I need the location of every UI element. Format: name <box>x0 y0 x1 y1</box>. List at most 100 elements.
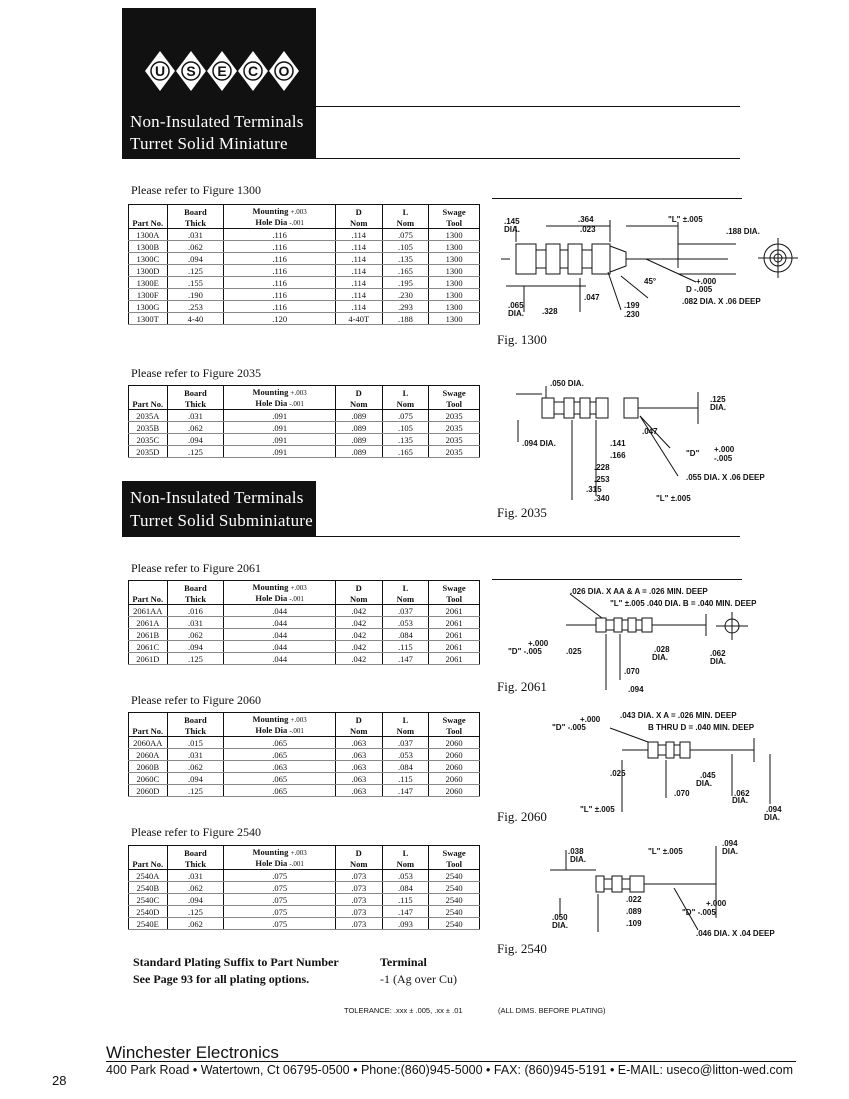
table-cell: .031 <box>166 409 225 422</box>
table-cell: .042 <box>334 628 383 641</box>
fig-label-2035: Fig. 2035 <box>497 505 547 520</box>
logo-letter: O <box>279 63 290 79</box>
column-header: Part No. <box>128 593 168 605</box>
table-cell: 1300D <box>128 264 168 277</box>
svg-text:.364: .364 <box>578 215 594 224</box>
column-header: Part No. <box>128 858 168 870</box>
logo-circle <box>212 61 232 81</box>
table-cell: .044 <box>223 604 336 617</box>
section2-block <box>122 481 316 537</box>
svg-text:.023: .023 <box>580 225 596 234</box>
table-cell: 2060 <box>428 772 480 785</box>
table-cell: 2035D <box>128 445 168 458</box>
table-cell: 1300C <box>128 252 168 265</box>
logo-circle <box>181 61 201 81</box>
table-cell: .094 <box>166 772 225 785</box>
svg-text:.199: .199 <box>624 301 640 310</box>
logo-circle <box>150 61 170 81</box>
header-cell <box>128 712 168 725</box>
fig-label-2061: Fig. 2061 <box>497 679 547 694</box>
table-cell: 2035C <box>128 433 168 446</box>
table-cell: 2061B <box>128 628 168 641</box>
table-cell: 2060 <box>428 784 480 797</box>
table-cell: 2061 <box>428 604 480 617</box>
svg-text:.046 DIA. X .04 DEEP: .046 DIA. X .04 DEEP <box>696 929 775 938</box>
svg-text:DIA.: DIA. <box>696 779 712 788</box>
column-header: Board <box>166 712 225 725</box>
table-cell: .042 <box>334 604 383 617</box>
svg-text:.047: .047 <box>584 293 600 302</box>
table-cell: 1300 <box>428 276 480 289</box>
table-cell: .120 <box>223 312 336 325</box>
column-header: Nom <box>381 858 430 870</box>
svg-text:.125: .125 <box>710 395 726 404</box>
svg-text:DIA.: DIA. <box>652 653 668 662</box>
table-cell: .116 <box>223 288 336 301</box>
svg-text:.070: .070 <box>674 789 690 798</box>
table-cell: 1300E <box>128 276 168 289</box>
table-cell: .042 <box>334 616 383 629</box>
svg-text:.141: .141 <box>610 439 626 448</box>
fig1300-rule <box>492 198 742 199</box>
table-cell: 1300B <box>128 240 168 253</box>
table-cell: 4-40T <box>334 312 383 325</box>
column-header: Hole Dia -.001 <box>223 593 336 605</box>
table-cell: .116 <box>223 276 336 289</box>
column-header: Nom <box>381 593 430 605</box>
svg-text:DIA.: DIA. <box>508 309 524 318</box>
column-header: Part No. <box>128 398 168 410</box>
table-cell: 2061AA <box>128 604 168 617</box>
column-header: Board <box>166 385 225 398</box>
fig2035-drawing: .050 DIA. .125 DIA. .047 .094 DIA. .141 … <box>516 379 765 503</box>
column-header: Nom <box>334 217 383 229</box>
column-header: Board <box>166 845 225 858</box>
svg-text:.043 DIA. X A = .026 MIN. DEEP: .043 DIA. X A = .026 MIN. DEEP <box>620 711 737 720</box>
svg-text:"L" ±.005: "L" ±.005 <box>580 805 615 814</box>
table-cell: .115 <box>381 640 430 653</box>
table-cell: .116 <box>223 264 336 277</box>
svg-text:.166: .166 <box>610 451 626 460</box>
table-cell: .062 <box>166 760 225 773</box>
column-header: Thick <box>166 725 225 737</box>
table-cell: 1300F <box>128 288 168 301</box>
table-cell: .031 <box>166 869 225 882</box>
table-cell: .063 <box>334 760 383 773</box>
table-cell: .075 <box>223 905 336 918</box>
table-cell: .016 <box>166 604 225 617</box>
table-cell: .125 <box>166 784 225 797</box>
table-cell: .042 <box>334 640 383 653</box>
table-cell: 2540 <box>428 905 480 918</box>
table-cell: .053 <box>381 748 430 761</box>
header-cell <box>128 385 168 398</box>
plating-line2: See Page 93 for all plating options. <box>133 972 310 986</box>
table-cell: 2540C <box>128 893 168 906</box>
column-header: Nom <box>381 217 430 229</box>
table-cell: .075 <box>223 917 336 930</box>
table-cell: .053 <box>381 616 430 629</box>
svg-text:+.000: +.000 <box>580 715 601 724</box>
table-cell: .125 <box>166 652 225 665</box>
column-header: L <box>381 712 430 725</box>
column-header: Part No. <box>128 725 168 737</box>
svg-text:.070: .070 <box>624 667 640 676</box>
table-cell: .094 <box>166 433 225 446</box>
svg-text:.022: .022 <box>626 895 642 904</box>
table-cell: 2061A <box>128 616 168 629</box>
column-header: Nom <box>334 725 383 737</box>
table-cell: 2061 <box>428 640 480 653</box>
table-cell: .075 <box>223 893 336 906</box>
table-cell: .073 <box>334 917 383 930</box>
column-header: Thick <box>166 398 225 410</box>
table-cell: 2060D <box>128 784 168 797</box>
svg-text:.109: .109 <box>626 919 642 928</box>
table-cell: 2035 <box>428 433 480 446</box>
